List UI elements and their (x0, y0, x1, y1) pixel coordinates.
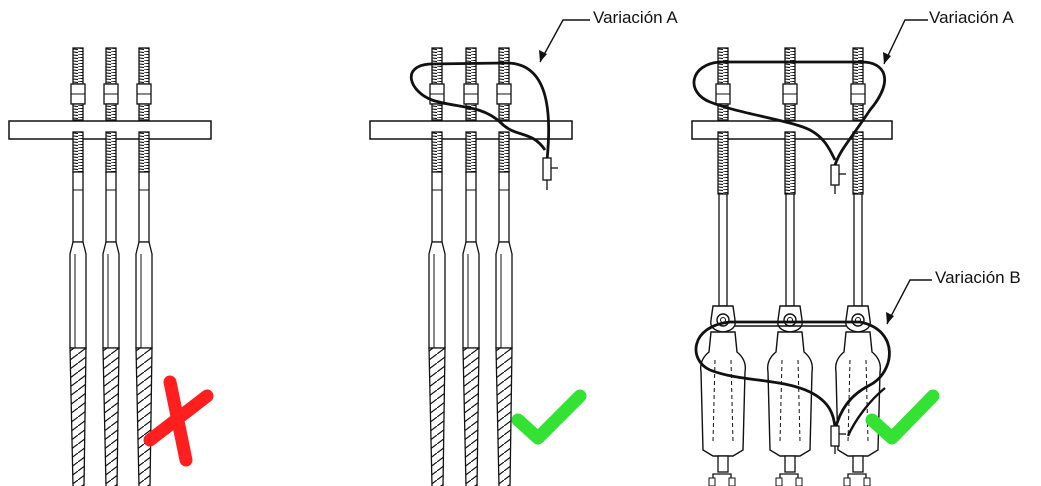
check-icon (511, 389, 587, 445)
variation-a-label: Variación A (593, 8, 678, 27)
electrode (69, 47, 87, 486)
jumper-cable (410, 61, 551, 161)
leader-line (539, 19, 590, 63)
leader-line (883, 19, 928, 65)
leader-arrow (886, 312, 894, 324)
electrode (462, 47, 480, 486)
jumper-cable-b (846, 387, 886, 437)
insulator-clamp (699, 305, 747, 486)
insulator-clamp (834, 305, 882, 486)
panel-variation-a-and-b (691, 19, 940, 486)
panel-variation-a (369, 19, 590, 486)
jumper-cable-b (694, 320, 891, 431)
variation-b-label: Variación B (935, 268, 1021, 287)
leader-arrow (883, 52, 891, 64)
electrode (850, 47, 866, 307)
cross-icon (143, 375, 214, 467)
insulator-clamp (766, 305, 814, 486)
cable-terminal-b (830, 425, 846, 454)
leader-line (886, 279, 932, 325)
variation-a-label: Variación A (929, 8, 1014, 27)
panel-without-jumper (8, 47, 214, 486)
cable-terminal (542, 157, 558, 190)
electrode (495, 47, 513, 486)
electrode (428, 47, 446, 486)
electrode (782, 47, 798, 307)
check-icon (865, 389, 940, 445)
leader-arrow (539, 50, 547, 62)
electrode (102, 47, 120, 486)
electrode (715, 47, 731, 307)
electrode (135, 47, 153, 486)
cable-terminal-a (830, 164, 846, 194)
jumper-cable-a (692, 60, 886, 166)
